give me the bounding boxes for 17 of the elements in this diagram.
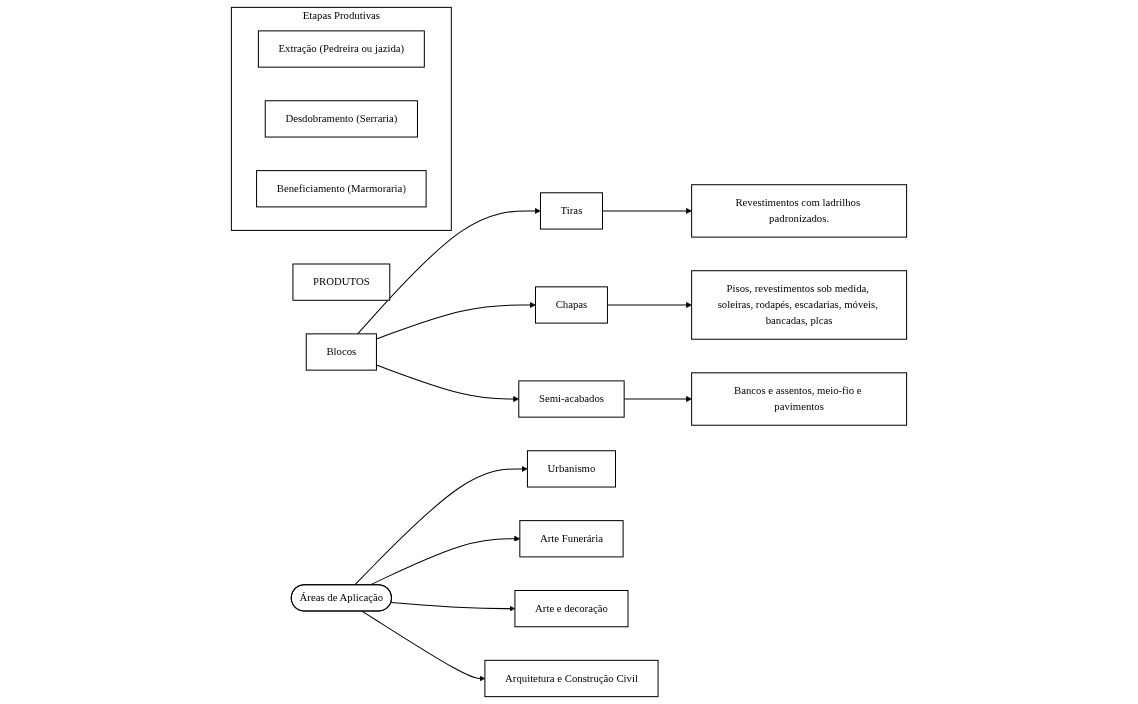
node-box: Arte Funerária — [519, 520, 624, 558]
arrow — [354, 465, 528, 586]
node-box: Semi-acabados — [518, 380, 625, 418]
arrow — [357, 207, 541, 335]
node-box: Tiras — [539, 192, 603, 230]
node-box: Desdobramento (Serraria) — [264, 100, 418, 138]
node-box: Blocos — [305, 333, 377, 371]
node-box: Extração (Pedreira ou jazida) — [257, 30, 425, 68]
node-box: Bancos e assentos, meio-fio e pavimentos — [691, 372, 908, 426]
node-box: Pisos, revestimentos sob medida, soleiras, rodapés, escadarias, móveis, bancadas, plcas — [691, 270, 908, 340]
node-box: Arquitetura e Construção Civil — [484, 659, 659, 698]
node-box: Beneficiamento (Marmoraria) — [256, 170, 427, 208]
node-box: Urbanismo — [526, 450, 616, 488]
node-box: Chapas — [535, 286, 608, 324]
node-box: Arte e decoração — [514, 589, 629, 628]
node-box: Revestimentos com ladrilhos padronizados. — [691, 184, 908, 238]
node-box: PRODUTOS — [292, 263, 391, 301]
